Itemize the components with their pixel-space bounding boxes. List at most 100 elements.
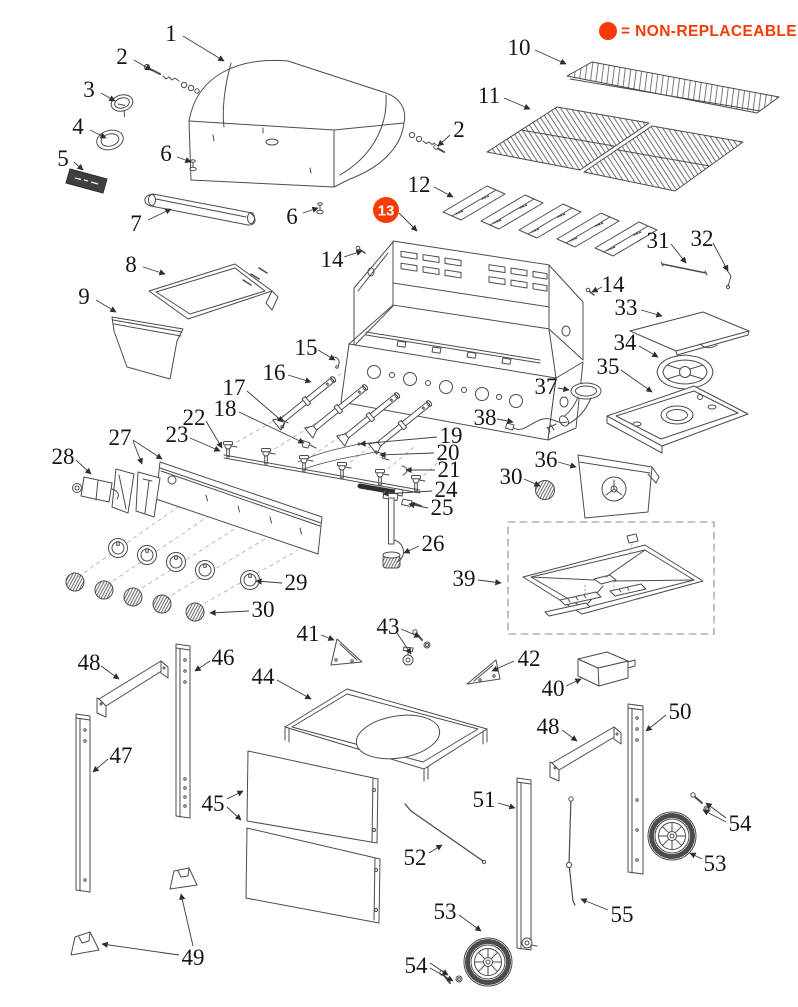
part-label-48[interactable]: 48: [78, 650, 120, 680]
part-label-30[interactable]: 30: [500, 464, 541, 489]
part-label-36[interactable]: 36: [535, 447, 577, 472]
part-label-41[interactable]: 41: [297, 621, 335, 646]
part-label-17[interactable]: 17: [223, 375, 284, 423]
part-bracket-41: [330, 638, 363, 666]
part-label-45[interactable]: 45: [202, 790, 244, 821]
svg-text:42: 42: [518, 646, 541, 671]
svg-text:46: 46: [212, 645, 235, 670]
part-screw-6-left: [189, 159, 197, 172]
part-label-42[interactable]: 42: [491, 646, 541, 672]
part-label-32[interactable]: 32: [691, 226, 729, 272]
part-label-19[interactable]: 19: [359, 423, 463, 448]
part-label-27[interactable]: 27: [109, 425, 163, 465]
part-label-1[interactable]: 1: [165, 21, 225, 62]
part-screw-14-left: [355, 245, 366, 254]
svg-text:14: 14: [602, 272, 626, 297]
part-label-54[interactable]: 54: [405, 953, 454, 982]
part-label-44[interactable]: 44: [252, 664, 312, 700]
part-label-5[interactable]: 5: [57, 146, 84, 171]
svg-text:55: 55: [611, 902, 634, 927]
svg-text:52: 52: [404, 845, 427, 870]
part-label-10[interactable]: 10: [508, 35, 567, 65]
part-knob-side: [535, 480, 555, 500]
part-clip-15: [332, 356, 340, 369]
part-label-14[interactable]: 14: [321, 247, 363, 272]
part-label-34[interactable]: 34: [614, 330, 659, 358]
svg-text:15: 15: [295, 335, 318, 360]
svg-text:2: 2: [453, 117, 465, 142]
part-label-52[interactable]: 52: [404, 844, 443, 870]
part-label-3[interactable]: 3: [83, 77, 116, 102]
part-label-55[interactable]: 55: [580, 898, 634, 927]
svg-text:9: 9: [78, 284, 90, 309]
part-label-38[interactable]: 38: [474, 405, 514, 430]
part-label-24[interactable]: 24: [382, 477, 458, 502]
part-label-6[interactable]: 6: [160, 141, 192, 166]
part-label-54[interactable]: 54: [702, 802, 752, 836]
part-label-30[interactable]: 30: [209, 597, 275, 622]
part-label-35[interactable]: 35: [597, 354, 653, 393]
legend-text: = NON-REPLACEABLE: [621, 23, 797, 40]
part-label-31[interactable]: 31: [647, 228, 687, 264]
part-label-13[interactable]: 13: [373, 197, 418, 232]
part-label-40[interactable]: 40: [542, 676, 582, 701]
part-label-2[interactable]: 2: [116, 44, 152, 71]
part-label-15[interactable]: 15: [295, 335, 336, 361]
part-matchstick-holder-55: [565, 796, 576, 906]
part-label-2[interactable]: 2: [437, 117, 465, 147]
svg-text:34: 34: [614, 330, 638, 355]
part-label-47[interactable]: 47: [92, 743, 133, 773]
part-label-14[interactable]: 14: [591, 272, 626, 297]
part-label-50[interactable]: 50: [645, 699, 692, 732]
svg-text:18: 18: [214, 396, 237, 421]
part-label-51[interactable]: 51: [473, 787, 516, 812]
part-label-53[interactable]: 53: [689, 851, 727, 876]
part-electrode-18: [300, 439, 317, 449]
part-label-8[interactable]: 8: [125, 252, 166, 277]
svg-text:39: 39: [453, 566, 476, 591]
part-label-22[interactable]: 22: [183, 405, 223, 449]
svg-text:23: 23: [166, 422, 189, 447]
part-label-21[interactable]: 21: [405, 457, 461, 482]
svg-text:17: 17: [223, 375, 246, 400]
part-label-11[interactable]: 11: [478, 83, 531, 110]
part-label-20[interactable]: 20: [379, 440, 460, 465]
part-label-48[interactable]: 48: [537, 714, 578, 742]
part-label-7[interactable]: 7: [130, 208, 172, 236]
part-leg-51: [516, 777, 538, 951]
part-label-29[interactable]: 29: [255, 570, 308, 595]
part-label-33[interactable]: 33: [615, 295, 663, 320]
part-label-6[interactable]: 6: [286, 204, 319, 229]
part-label-43[interactable]: 43: [377, 614, 421, 655]
part-label-37[interactable]: 37: [535, 374, 570, 399]
svg-text:14: 14: [321, 247, 345, 272]
part-label-9[interactable]: 9: [78, 284, 117, 313]
svg-text:35: 35: [597, 354, 620, 379]
part-label-53[interactable]: 53: [434, 899, 482, 932]
part-igniter-wire: [505, 418, 568, 431]
part-label-16[interactable]: 16: [263, 360, 312, 385]
svg-text:40: 40: [542, 676, 565, 701]
part-axle-hardware-bottom: [439, 970, 463, 984]
svg-text:5: 5: [57, 146, 69, 171]
part-screw-14-right: [585, 287, 595, 296]
part-label-26[interactable]: 26: [403, 531, 445, 556]
part-connector-25: [401, 498, 422, 507]
part-label-12[interactable]: 12: [408, 172, 454, 198]
part-label-18[interactable]: 18: [214, 396, 305, 444]
part-control-panel: [111, 461, 323, 555]
part-label-4[interactable]: 4: [72, 114, 107, 139]
svg-text:48: 48: [537, 714, 560, 739]
part-label-28[interactable]: 28: [52, 444, 92, 475]
part-label-46[interactable]: 46: [194, 645, 235, 672]
part-label-25[interactable]: 25: [408, 495, 454, 520]
part-label-39[interactable]: 39: [453, 566, 502, 591]
part-bezel-ring: [96, 129, 124, 151]
part-label-49[interactable]: 49: [101, 893, 205, 970]
part-side-panel: [111, 316, 184, 380]
part-label-23[interactable]: 23: [166, 422, 221, 452]
svg-text:13: 13: [378, 203, 395, 220]
part-bottom-shelf: [284, 688, 488, 782]
svg-text:2: 2: [116, 44, 128, 69]
